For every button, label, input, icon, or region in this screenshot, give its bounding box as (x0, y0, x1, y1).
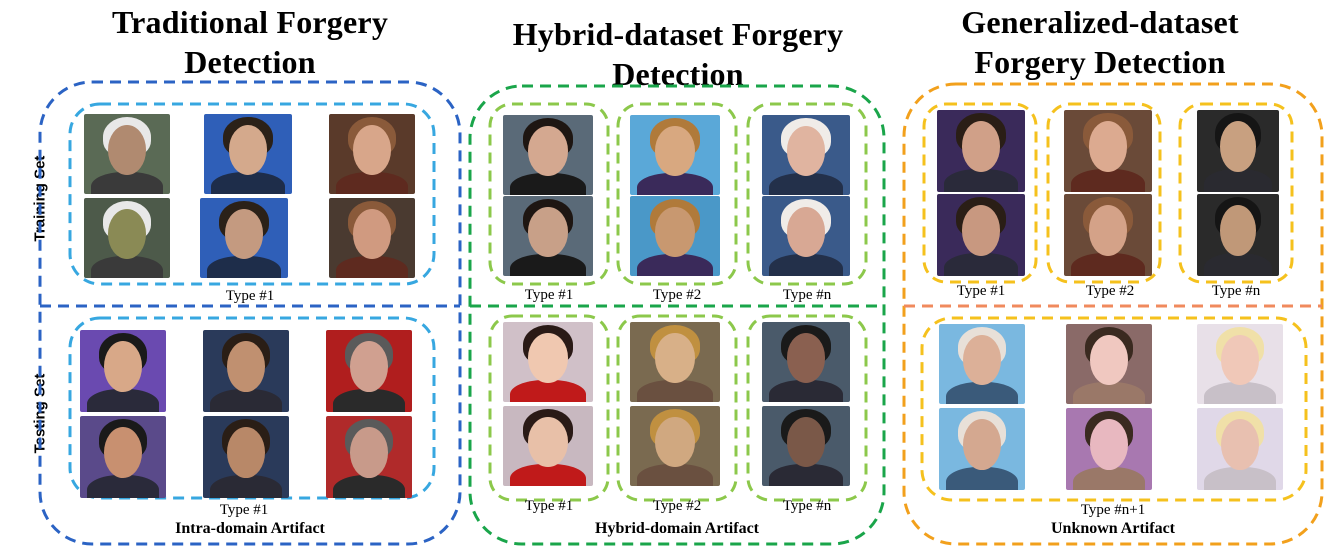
caption-generalized-test: Type #n+1 (1080, 502, 1146, 518)
face-thumbnail (1197, 194, 1279, 276)
caption-traditional-test: Type #1 (219, 502, 269, 518)
face-thumbnail (1064, 194, 1152, 276)
frame-generalized-train-3 (1178, 102, 1294, 284)
artifact-traditional: Intra-domain Artifact (175, 520, 325, 537)
caption-generalized-train-2: Type #2 (1085, 283, 1135, 299)
face-thumbnail (1197, 110, 1279, 192)
caption-hybrid-train-n: Type #n (782, 287, 832, 303)
face-thumbnail (80, 416, 166, 498)
frame-generalized-test (920, 316, 1308, 502)
artifact-generalized: Unknown Artifact (1050, 520, 1175, 537)
caption-generalized-train-1: Type #1 (956, 283, 1006, 299)
face-thumbnail (1197, 324, 1283, 404)
frame-hybrid-test-3 (746, 314, 868, 502)
face-thumbnail (1197, 408, 1283, 490)
face-thumbnail (329, 198, 415, 278)
frame-hybrid-outer (468, 84, 886, 546)
face-thumbnail (200, 198, 288, 278)
face-thumbnail (503, 322, 593, 402)
face-thumbnail (329, 114, 415, 194)
face-thumbnail (762, 406, 850, 486)
face-thumbnail (203, 330, 289, 412)
face-thumbnail (80, 330, 166, 412)
face-thumbnail (937, 194, 1025, 276)
frame-hybrid-train-1 (488, 102, 610, 286)
frame-generalized-train-2 (1046, 102, 1162, 284)
frame-traditional-train (68, 102, 436, 286)
face-thumbnail (84, 114, 170, 194)
face-thumbnail (503, 406, 593, 486)
face-thumbnail (84, 198, 170, 278)
caption-hybrid-test-n: Type #n (782, 498, 832, 514)
caption-hybrid-test-2: Type #2 (652, 498, 702, 514)
title-generalized: Generalized-dataset Forgery Detection (961, 4, 1239, 80)
face-thumbnail (630, 322, 720, 402)
face-thumbnail (762, 322, 850, 402)
face-thumbnail (503, 115, 593, 195)
frame-hybrid-test-1 (488, 314, 610, 502)
face-thumbnail (630, 406, 720, 486)
face-thumbnail (630, 196, 720, 276)
face-thumbnail (1066, 324, 1152, 404)
face-thumbnail (939, 408, 1025, 490)
face-thumbnail (204, 114, 292, 194)
artifact-hybrid: Hybrid-domain Artifact (595, 520, 759, 537)
frame-generalized-outer (902, 82, 1324, 546)
frame-hybrid-train-3 (746, 102, 868, 286)
frame-hybrid-test-2 (616, 314, 738, 502)
frame-traditional-test (68, 316, 436, 500)
frame-hybrid-train-2 (616, 102, 738, 286)
caption-traditional-train: Type #1 (225, 288, 275, 304)
face-thumbnail (326, 416, 412, 498)
face-thumbnail (326, 330, 412, 412)
caption-hybrid-train-2: Type #2 (652, 287, 702, 303)
face-thumbnail (630, 115, 720, 195)
face-thumbnail (1066, 408, 1152, 490)
face-thumbnail (937, 110, 1025, 192)
face-thumbnail (1064, 110, 1152, 192)
frame-traditional-outer (38, 80, 462, 546)
caption-hybrid-test-1: Type #1 (524, 498, 574, 514)
face-thumbnail (762, 115, 850, 195)
face-thumbnail (939, 324, 1025, 404)
face-thumbnail (503, 196, 593, 276)
caption-hybrid-train-1: Type #1 (524, 287, 574, 303)
caption-generalized-train-n: Type #n (1211, 283, 1261, 299)
frame-generalized-train-1 (922, 102, 1038, 284)
face-thumbnail (203, 416, 289, 498)
face-thumbnail (762, 196, 850, 276)
title-traditional: Traditional Forgery Detection (111, 4, 389, 80)
